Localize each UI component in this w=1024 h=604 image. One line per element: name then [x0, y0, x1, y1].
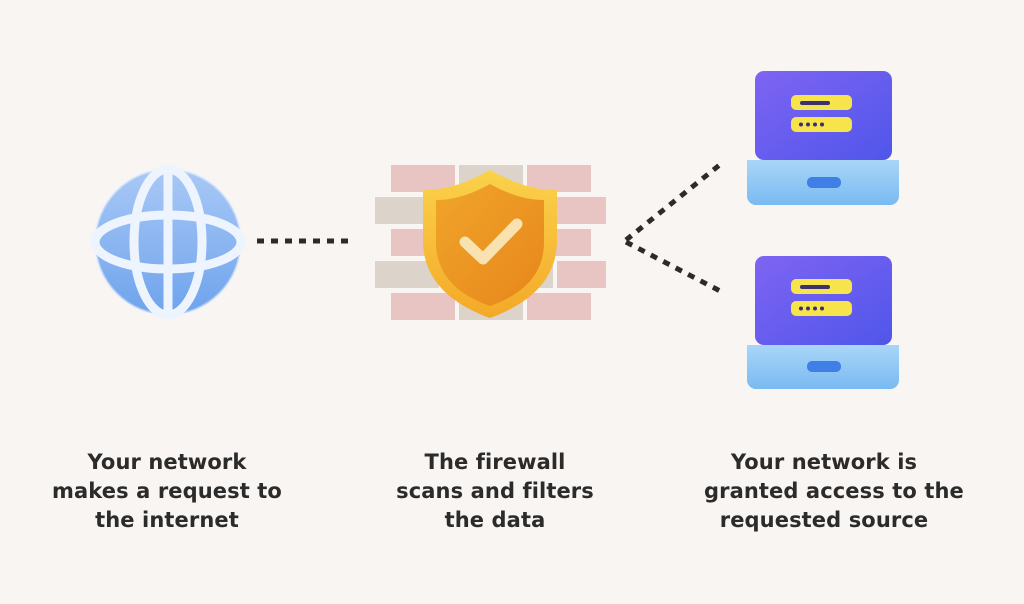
globe-icon — [90, 164, 246, 320]
caption-line: requested source — [719, 508, 929, 532]
check-mark-icon — [459, 218, 523, 265]
caption-line: Your network — [87, 450, 247, 474]
caption-firewall-filter: The firewall scans and filters the data — [375, 448, 615, 535]
caption-line: Your network is — [730, 450, 918, 474]
caption-line: makes a request to — [52, 479, 282, 503]
caption-network-request: Your network makes a request to the inte… — [47, 448, 287, 535]
caption-line: granted access to the — [704, 479, 964, 503]
caption-line: scans and filters — [396, 479, 594, 503]
caption-line: the internet — [95, 508, 239, 532]
shield-check-icon — [423, 170, 557, 318]
caption-line: the data — [444, 508, 546, 532]
caption-access-granted: Your network is granted access to the re… — [704, 448, 964, 535]
laptop-icon — [747, 71, 899, 205]
laptop-icon — [747, 256, 899, 389]
caption-line: The firewall — [424, 450, 566, 474]
connector-access-bottom — [624, 239, 724, 295]
connector-access-top — [624, 161, 724, 242]
